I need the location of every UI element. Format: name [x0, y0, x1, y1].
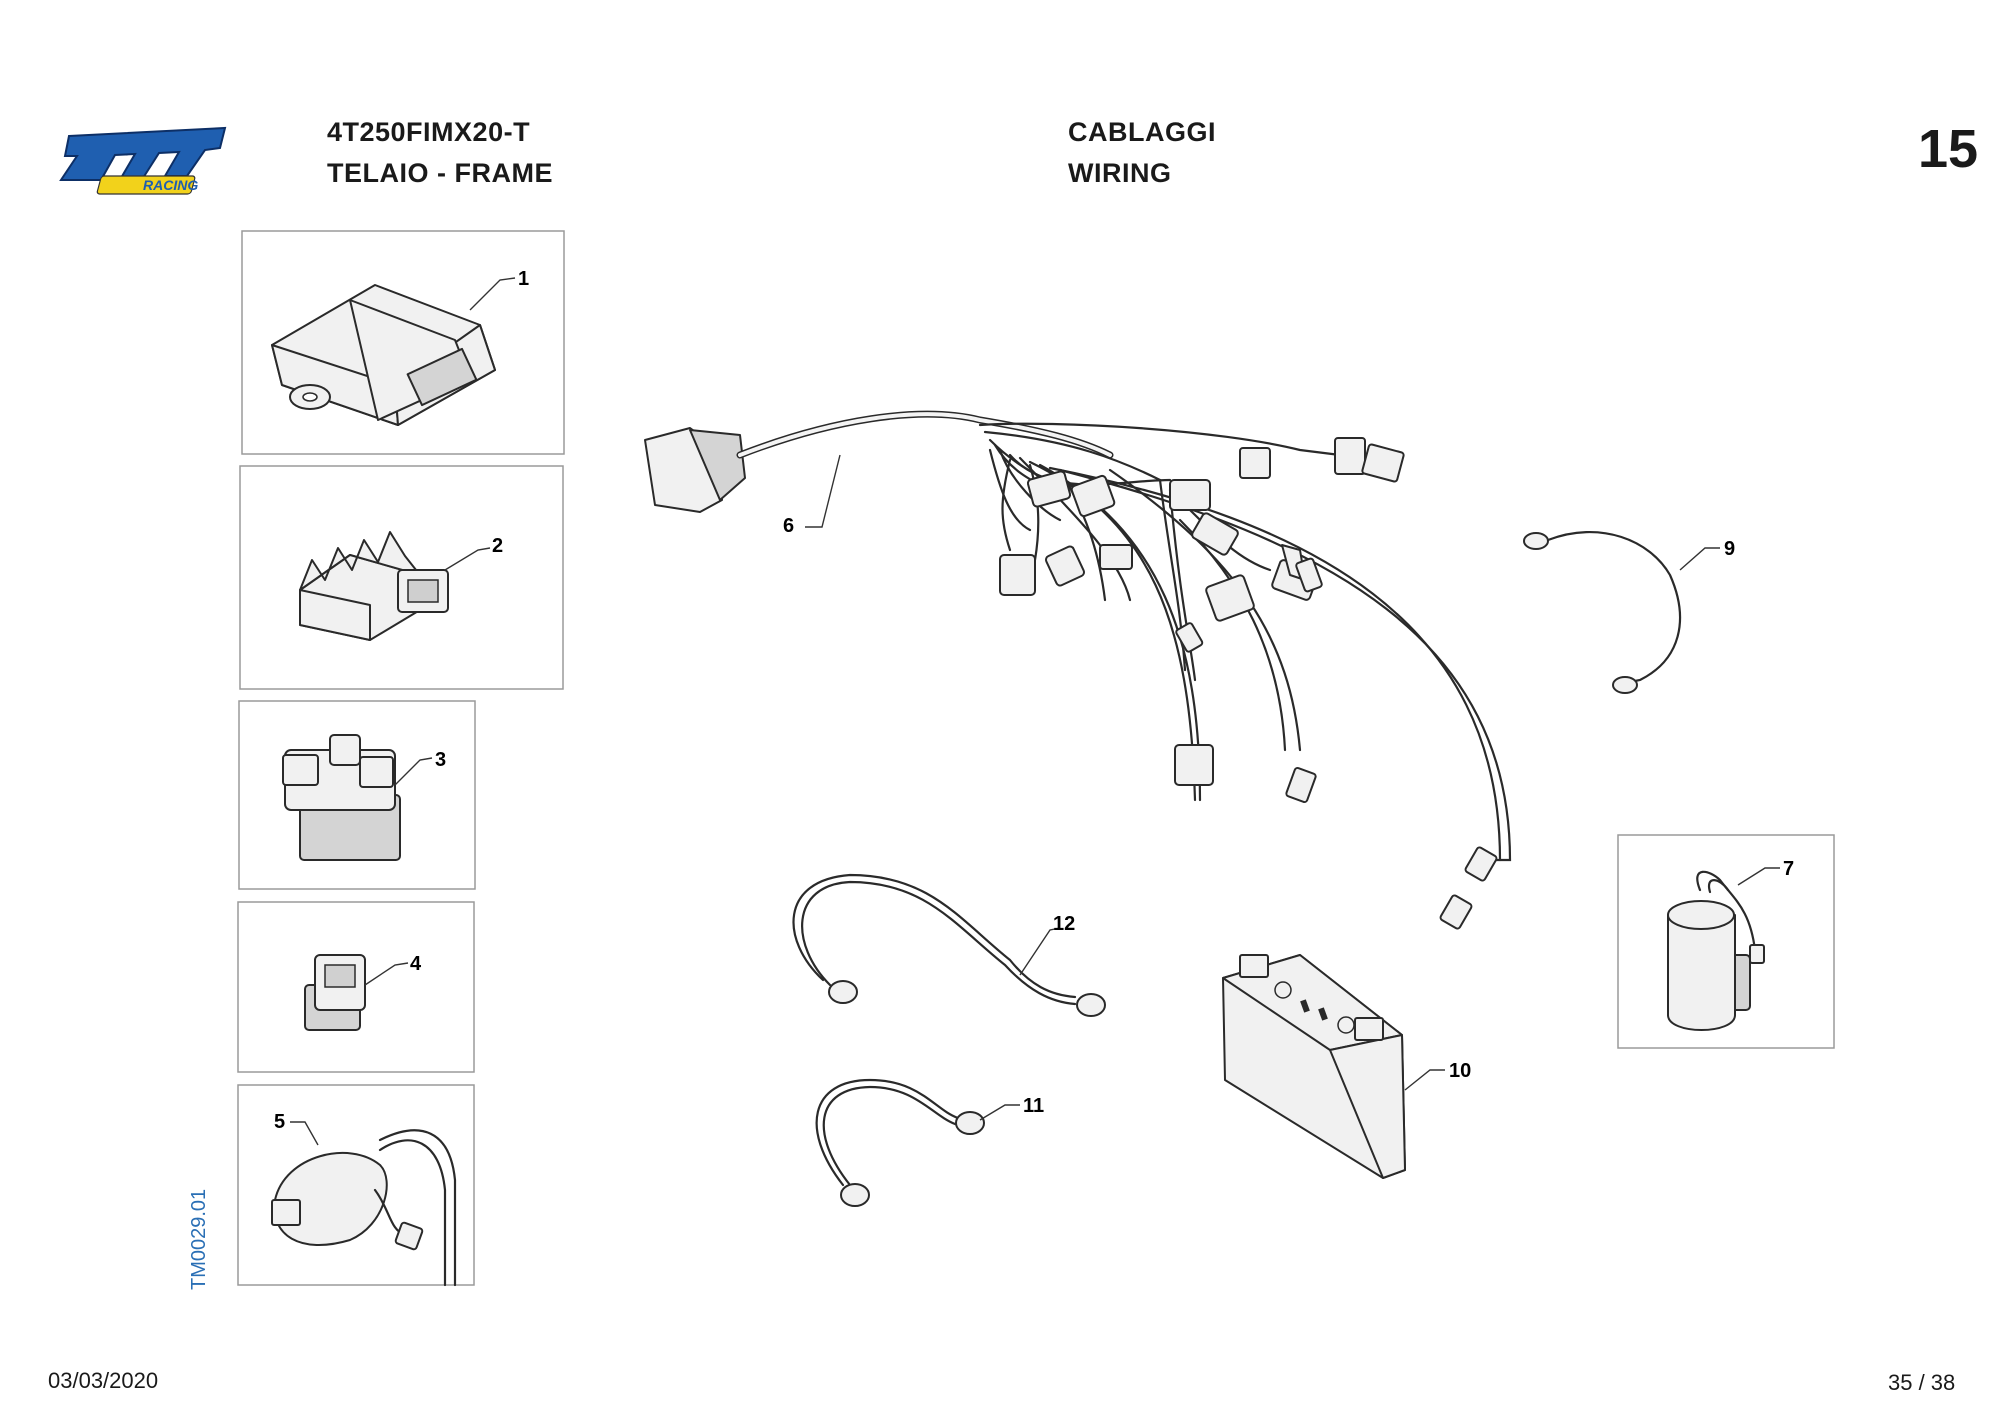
- callout-5: 5: [274, 1111, 285, 1133]
- ecu-unit-icon: [271, 284, 496, 426]
- main-wiring-harness-icon: [644, 410, 1512, 930]
- callout-9: 9: [1724, 538, 1735, 560]
- callout-11: 11: [1023, 1095, 1044, 1117]
- callout-7: 7: [1783, 858, 1794, 880]
- callout-10: 10: [1449, 1060, 1471, 1082]
- battery-cable-12-icon: [792, 873, 1106, 1017]
- sensor-icon: [1667, 870, 1765, 1031]
- section-title-it: CABLAGGI: [1068, 117, 1216, 147]
- model-code: 4T250FIMX20-T: [327, 117, 531, 147]
- group-title: TELAIO - FRAME: [327, 158, 553, 188]
- voltage-regulator-icon: [299, 531, 449, 641]
- brand-racing-text: RACING: [143, 177, 198, 193]
- callout-3: 3: [435, 749, 446, 771]
- ignition-coil-icon: [271, 1129, 457, 1287]
- callout-6: 6: [783, 515, 794, 537]
- callout-2: 2: [492, 535, 503, 557]
- connector-icon: [304, 954, 366, 1031]
- brand-logo: RACING: [55, 118, 235, 198]
- callout-1: 1: [518, 268, 529, 290]
- section-title-en: WIRING: [1068, 158, 1172, 188]
- callout-12: 12: [1053, 913, 1075, 935]
- footer-page: 35 / 38: [1888, 1370, 1956, 1395]
- starter-relay-icon: [282, 734, 401, 861]
- battery-cable-11-icon: [815, 1078, 985, 1207]
- table-number: 15: [1918, 119, 1979, 179]
- ground-cable-icon: [1523, 531, 1682, 694]
- battery-icon: [1222, 954, 1406, 1179]
- tm-racing-logo-icon: RACING: [59, 126, 227, 195]
- footer-date: 03/03/2020: [48, 1368, 159, 1393]
- callout-4: 4: [410, 953, 422, 975]
